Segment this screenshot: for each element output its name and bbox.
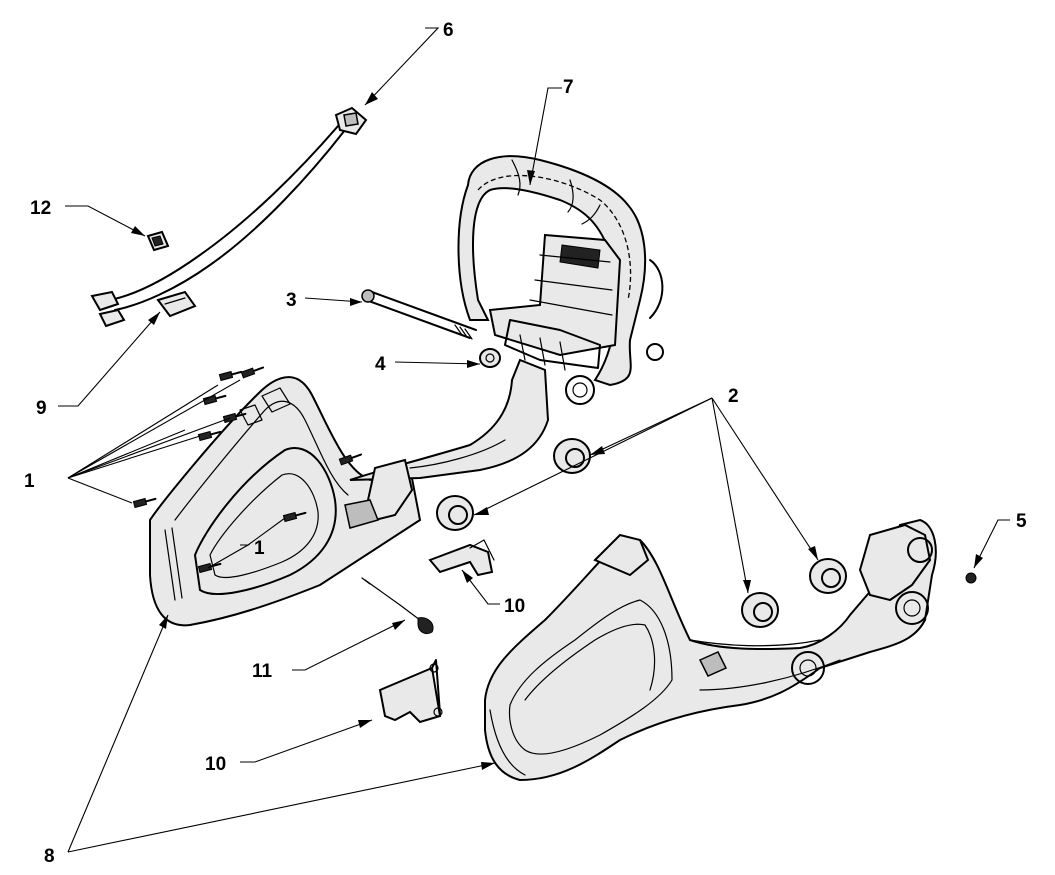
spring <box>361 577 434 635</box>
wire-harness <box>90 106 368 328</box>
right-housing-half <box>484 518 937 782</box>
callout-5: 5 <box>1016 511 1027 532</box>
callout-1: 1 <box>24 471 35 492</box>
leader-lines <box>58 27 1010 853</box>
callout-12: 12 <box>30 198 51 219</box>
bushings <box>436 438 847 628</box>
callout-10-lower: 10 <box>205 754 226 775</box>
washer <box>479 348 501 368</box>
screws <box>132 366 363 574</box>
trigger-lockout <box>428 539 495 577</box>
loop-handle <box>457 155 664 405</box>
long-bolt <box>361 289 477 340</box>
callout-3: 3 <box>286 290 297 311</box>
nut <box>965 572 977 584</box>
callout-9: 9 <box>36 398 47 419</box>
callout-7: 7 <box>563 77 574 98</box>
callout-10-upper: 10 <box>504 596 525 617</box>
callout-6: 8 <box>44 846 55 867</box>
callout-4: 4 <box>375 354 386 375</box>
callout-8: 6 <box>443 20 454 41</box>
callout-1-inner: 1 <box>254 538 265 559</box>
callout-labels: 6 7 12 3 4 9 1 1 2 5 10 11 10 8 <box>24 20 1027 867</box>
callout-11: 11 <box>252 661 273 682</box>
trigger <box>378 659 443 724</box>
left-housing-half <box>149 358 550 627</box>
callout-2: 2 <box>728 386 739 407</box>
